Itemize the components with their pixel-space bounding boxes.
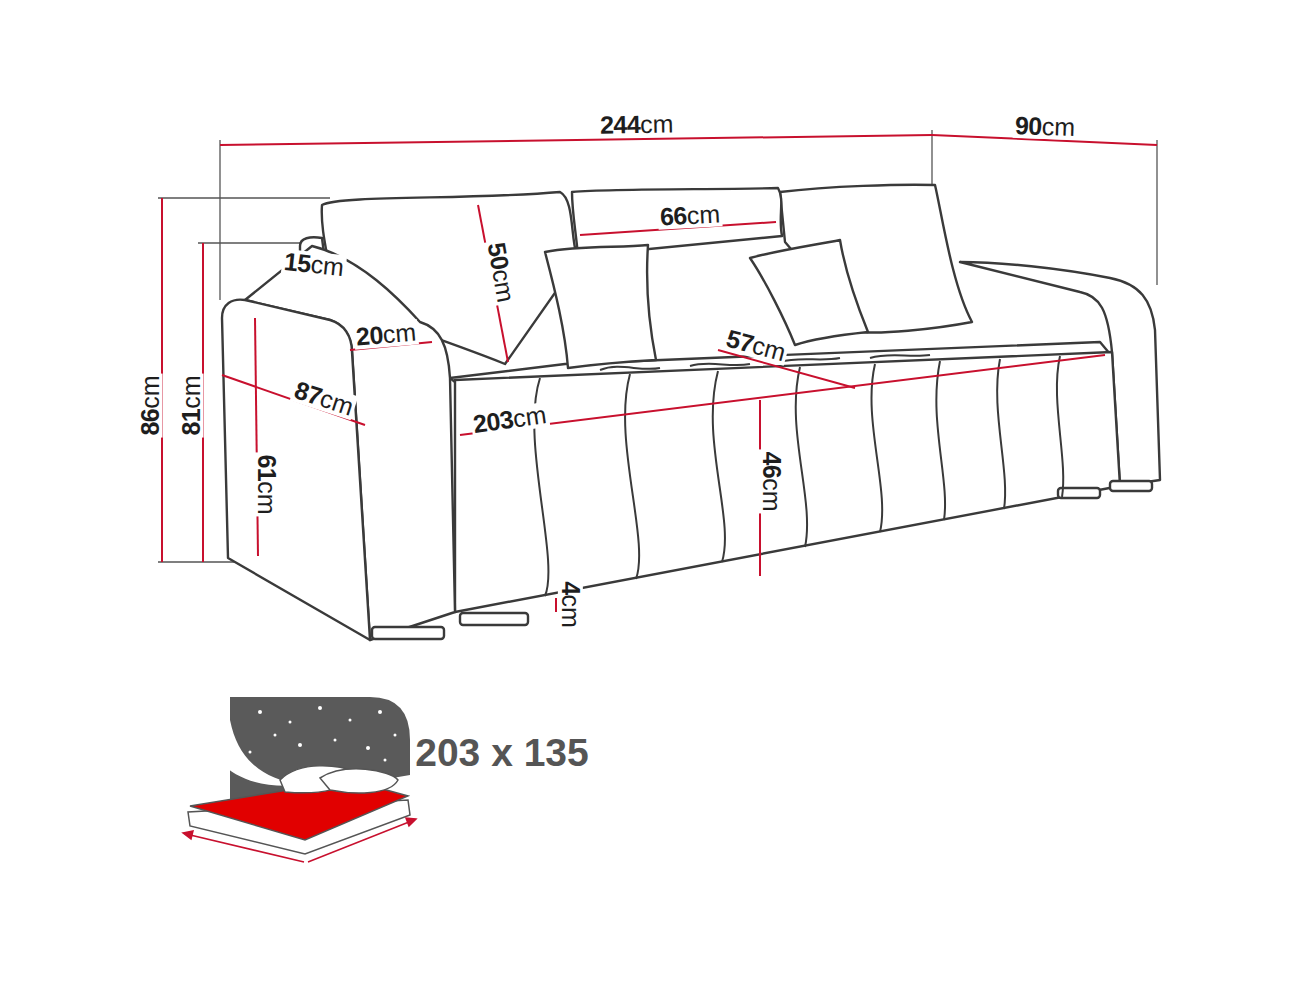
dimension-number: 61 (252, 454, 280, 481)
dimension-number: 81 (176, 408, 204, 435)
dimension-label: 81cm (178, 373, 203, 437)
dimension-number: 90 (1014, 110, 1042, 139)
dimension-label: 61cm (253, 452, 278, 516)
dimension-number: 15 (283, 246, 313, 277)
dimension-number: 20 (355, 320, 384, 350)
dimension-label: 90cm (1013, 112, 1078, 139)
dimension-number: 66 (659, 201, 687, 230)
dimension-unit: cm (757, 478, 785, 511)
dimension-unit: cm (381, 317, 417, 348)
bed-size-label: 203 x 135 (413, 733, 591, 772)
dimension-label: 66cm (657, 201, 722, 229)
dimension-unit: cm (309, 249, 345, 280)
dimension-label: 86cm (137, 373, 162, 437)
dimension-unit: cm (135, 375, 163, 408)
dimension-label: 20cm (353, 319, 419, 349)
dimension-number: 46 (757, 451, 785, 478)
dimension-number: 244 (600, 109, 641, 138)
dimension-label: 4cm (557, 579, 582, 630)
dimension-unit: cm (487, 266, 520, 304)
dimension-unit: cm (511, 400, 548, 432)
dimension-label: 15cm (281, 248, 347, 280)
dimension-label: 244cm (598, 111, 676, 137)
dimension-number: 203 (472, 404, 516, 437)
dimension-number: 4 (556, 581, 584, 594)
dimension-unit: cm (556, 594, 584, 627)
dimension-number: 50 (482, 240, 514, 271)
dimension-unit: cm (176, 375, 204, 408)
dimension-unit: cm (640, 109, 674, 138)
dimension-unit: cm (686, 199, 721, 229)
dimension-unit: cm (252, 481, 280, 514)
dimension-unit: cm (1041, 111, 1075, 140)
dimension-label: 46cm (758, 449, 783, 513)
dimension-number: 86 (135, 408, 163, 435)
